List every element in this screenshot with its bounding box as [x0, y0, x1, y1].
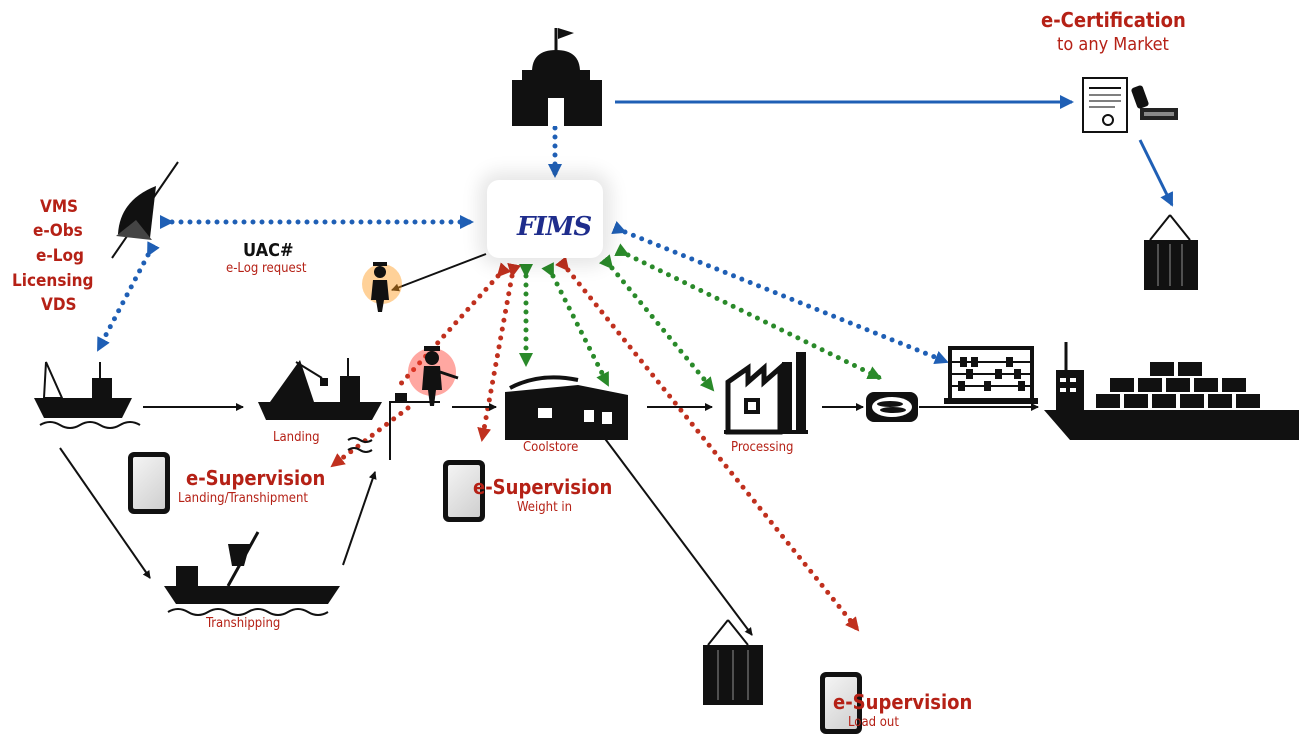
fishing-boat-icon: [34, 361, 141, 429]
certificate-stamp-icon: [1082, 77, 1178, 133]
shipping-container-icon: [1144, 214, 1198, 290]
left-label-vds: VDS: [41, 295, 77, 315]
fims-processing-link: [598, 254, 716, 393]
transhipping-landing-arrow: [342, 471, 377, 566]
e-certification-subtitle: to any Market: [1057, 34, 1169, 55]
inspector-icon: [408, 346, 459, 406]
fims-logo-text: FIMS: [517, 212, 592, 242]
fims-abacus-link: [611, 221, 950, 365]
supervision-weightin-title: e-Supervision: [473, 475, 613, 499]
government-building-icon: [512, 28, 602, 126]
certificate-to-container-arrow: [1138, 139, 1174, 207]
uac-title: UAC#: [243, 240, 294, 261]
black-flow-arrows: [59, 253, 1039, 636]
fims-loadout-link: [555, 256, 861, 633]
landing-supervision-link: [329, 405, 411, 469]
fims-hub[interactable]: FIMS: [487, 180, 603, 258]
fims-uac-arrow: [391, 253, 487, 292]
quay-icon: [347, 393, 440, 460]
fims-can-link: [614, 243, 883, 381]
satellite-icon: [111, 161, 179, 259]
fish-can-icon: [866, 392, 918, 422]
coolstore-container-arrow: [595, 427, 753, 636]
abacus-icon: [944, 346, 1038, 404]
tablet-icon: [128, 452, 170, 514]
boat-transhipping-arrow: [59, 447, 151, 579]
left-label-vms: VMS: [40, 197, 79, 217]
landing-crane-boat-icon: [258, 358, 382, 420]
green-connectors: [519, 243, 883, 393]
inspector-icon: [362, 262, 402, 312]
supervision-landing-subtitle: Landing/Transhipment: [178, 491, 308, 506]
node-label-coolstore: Coolstore: [523, 440, 579, 455]
e-certification-title: e-Certification: [1041, 8, 1186, 32]
supervision-loadout-title: e-Supervision: [833, 690, 973, 714]
supervision-loadout-subtitle: Load out: [848, 715, 899, 730]
node-label-landing: Landing: [273, 430, 320, 445]
warehouse-icon: [505, 375, 628, 440]
shipping-container-icon: [703, 619, 763, 705]
cargo-ship-icon: [1044, 342, 1299, 440]
transhipment-ship-icon: [164, 531, 340, 616]
node-label-transhipping: Transhipping: [206, 616, 281, 631]
left-label-eobs: e-Obs: [33, 221, 83, 241]
satellite-boat-link: [95, 241, 160, 353]
red-connectors: [329, 256, 861, 633]
blue-connectors: [95, 95, 1174, 365]
fims-coolstore-link-b: [541, 262, 611, 388]
supervision-landing-title: e-Supervision: [186, 466, 326, 490]
supervision-weightin-subtitle: Weight in: [517, 500, 573, 515]
fims-weightin-link: [477, 262, 522, 443]
left-label-elog: e-Log: [36, 246, 84, 266]
factory-icon: [724, 352, 808, 435]
tablet-icon: [820, 672, 862, 734]
uac-subtitle: e-Log request: [226, 261, 307, 276]
left-label-licensing: Licensing: [12, 271, 94, 291]
node-label-processing: Processing: [731, 440, 794, 455]
tablet-icon: [443, 460, 485, 522]
